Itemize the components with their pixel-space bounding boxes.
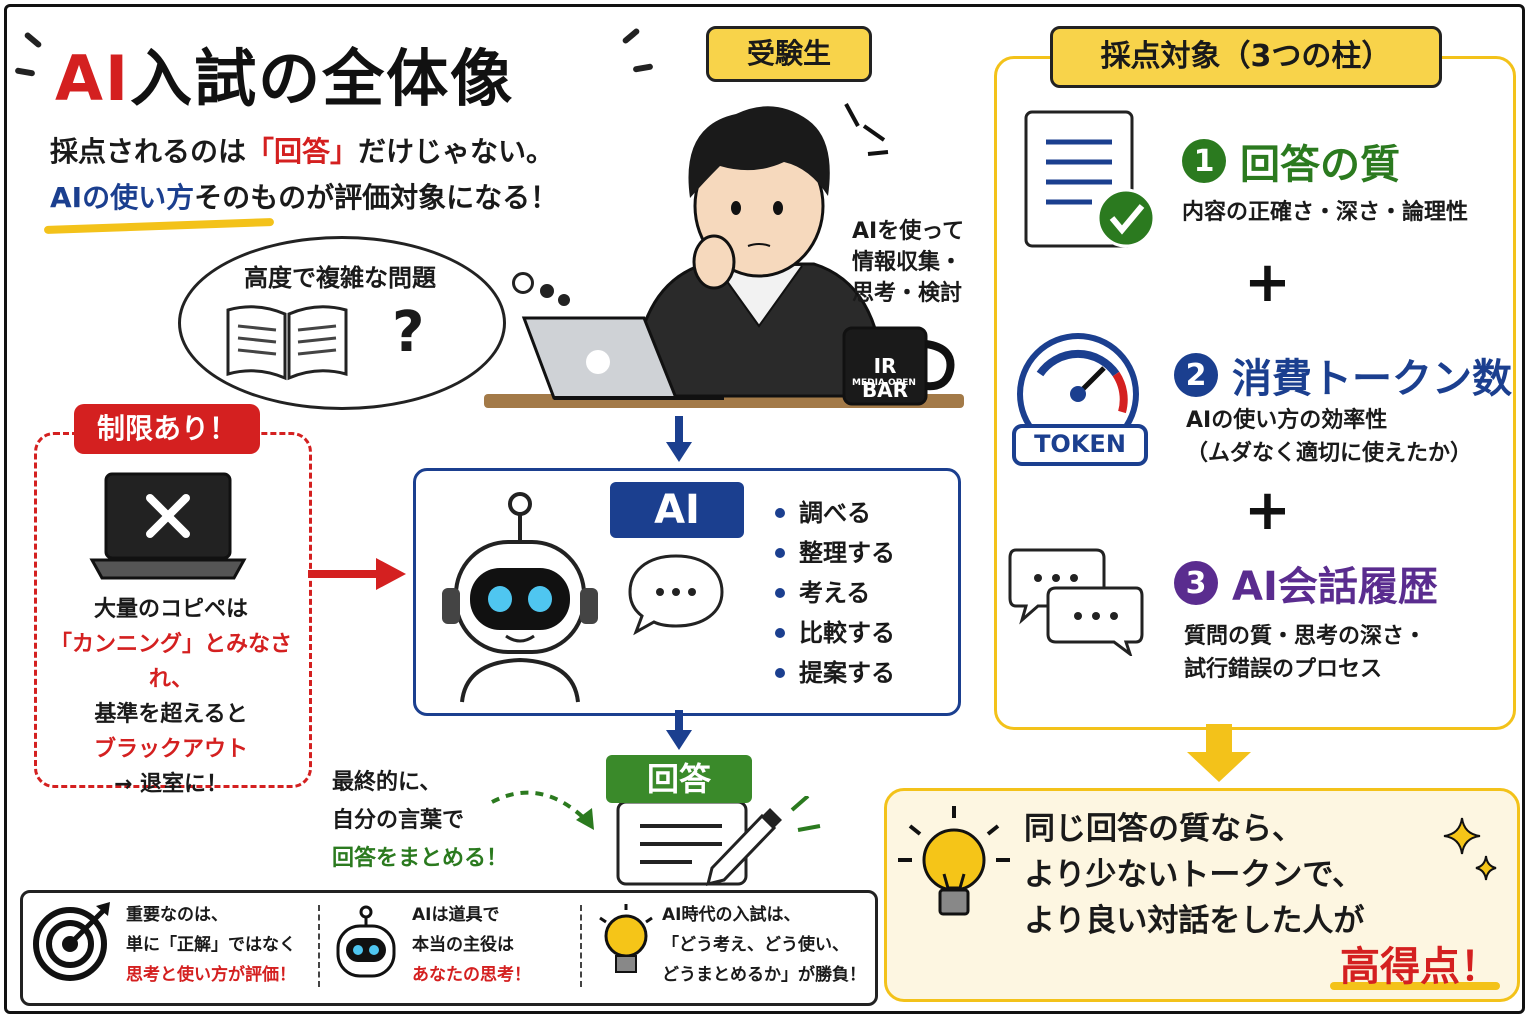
number-badge: 1 (1182, 139, 1226, 183)
answer-label: 回答 (606, 755, 752, 803)
tips-bar (20, 890, 878, 1006)
ai-use-note: AIを使って 情報収集・ 思考・検討 (852, 219, 965, 306)
robot-icon (442, 492, 598, 703)
highlight-underline (1330, 982, 1500, 990)
arrow-down-icon (666, 416, 692, 462)
student-tag: 受験生 (706, 26, 872, 82)
pillar-2-desc: AIの使い方の効率性（ムダなく適切に使えたか） (1186, 408, 1473, 466)
number-badge: 3 (1174, 561, 1218, 605)
outer-frame (4, 4, 1525, 1014)
question-mark-icon: ? (392, 300, 425, 365)
bullet-icon (775, 508, 785, 518)
lightbulb-icon (898, 806, 1010, 916)
mug (842, 326, 928, 406)
final-answer-note: 最終的に、 自分の言葉で 回答をまとめる！ (332, 770, 509, 871)
token-gauge-icon (1012, 333, 1148, 466)
thought-dot (558, 294, 570, 306)
lead-line-1: 採点されるのは「回答」だけじゃない。 (50, 135, 555, 168)
page-title: AI入試の全体像 (55, 42, 515, 115)
divider (318, 905, 320, 987)
ai-label: AI (610, 482, 744, 538)
token-label: TOKEN (1034, 430, 1126, 458)
thought-dot (512, 272, 534, 294)
bullet-icon (775, 628, 785, 638)
arrow-down-icon (666, 710, 692, 750)
speech-bubble-icon (628, 554, 724, 636)
limit-text: 大量のコピペは 「カンニング」とみなされ、 基準を超えると ブラックアウト → … (49, 597, 292, 797)
plus-icon: + (1244, 250, 1291, 315)
tip-item: 重要なのは、 単に「正解」ではなく 思考と使い方が評価！ (126, 905, 296, 985)
ai-action-item: 比較する (775, 613, 895, 653)
arrow-down-icon (1187, 752, 1251, 782)
plus-icon: + (1244, 478, 1291, 543)
arrow-down-icon (1206, 724, 1232, 754)
open-book-icon (226, 305, 348, 381)
mug-subtext: MEDIA OPEN (852, 378, 916, 388)
ai-action-item: 考える (775, 573, 895, 613)
divider (580, 905, 582, 987)
bullet-icon (775, 548, 785, 558)
arrow-right-icon (308, 558, 406, 590)
result-text: 同じ回答の質なら、 より少ないトークンで、 より良い対話をした人が (1024, 811, 1365, 939)
document-check-icon (1024, 110, 1156, 248)
bullet-icon (775, 668, 785, 678)
mug-text: IR BAR (861, 354, 909, 402)
ai-action-item: 調べる (775, 493, 895, 533)
result-highlight: 高得点！ (1340, 944, 1500, 990)
thought-text: 高度で複雑な問題 (244, 264, 436, 292)
lead-line-2: AIの使い方そのものが評価対象になる！ (50, 181, 559, 214)
thought-dot (540, 284, 554, 298)
target-icon (33, 902, 110, 981)
lightbulb-small-icon (599, 904, 653, 973)
ai-action-list: 調べる 整理する 考える 比較する 提案する (775, 493, 895, 693)
answer-sheet-icon (616, 796, 821, 887)
bullet-icon (775, 588, 785, 598)
robot-small-icon (336, 905, 396, 978)
blocked-laptop-icon (89, 472, 247, 580)
student-hair (688, 106, 830, 198)
pillar-1-desc: 内容の正確さ・深さ・論理性 (1182, 200, 1469, 225)
student-illustration (484, 103, 964, 408)
hand (692, 234, 736, 290)
ai-action-item: 整理する (775, 533, 895, 573)
ai-box (413, 468, 961, 716)
limit-tag: 制限あり！ (74, 404, 260, 454)
dashed-arrow-icon (491, 790, 594, 830)
number-badge: 2 (1174, 353, 1218, 397)
sparkle-icon (1443, 817, 1497, 881)
tip-item: AIは道具で 本当の主役は あなたの思考！ (412, 905, 531, 985)
chat-history-icon (1008, 548, 1144, 656)
tip-item: AI時代の入試は、 「どう考え、どう使い、 どうまとめるか」が勝負！ (662, 905, 866, 985)
result-box (884, 788, 1520, 1002)
scoring-tag: 採点対象（3つの柱） (1050, 26, 1442, 88)
ai-action-item: 提案する (775, 653, 895, 693)
pillar-3-desc: 質問の質・思考の深さ・試行錯誤のプロセス (1184, 624, 1427, 682)
